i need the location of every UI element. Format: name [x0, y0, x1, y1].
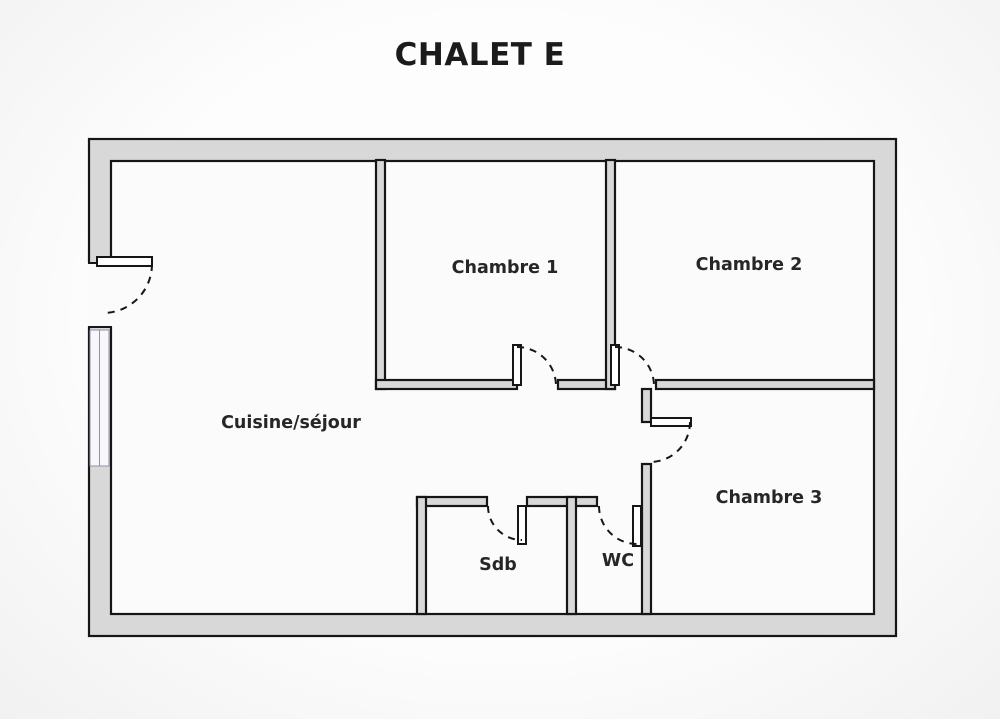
wc-door — [598, 505, 642, 547]
chambre-1-door — [512, 344, 557, 387]
room-label-sdb: Sdb — [479, 555, 517, 575]
room-label-chambre-2: Chambre 2 — [695, 255, 803, 275]
room-label-chambre-1: Chambre 1 — [451, 258, 559, 278]
room-label-chambre-3: Chambre 3 — [715, 488, 823, 508]
room-label-cuisine-sejour: Cuisine/séjour — [221, 413, 361, 433]
room-label-wc: WC — [601, 551, 635, 571]
window — [89, 329, 110, 467]
chambre-2-door — [610, 344, 655, 387]
entry-door — [96, 256, 153, 314]
chambre-3-door — [649, 417, 692, 463]
plan-title: CHALET E — [394, 37, 566, 73]
sdb-door — [487, 505, 527, 545]
interior-walls — [374, 158, 876, 616]
